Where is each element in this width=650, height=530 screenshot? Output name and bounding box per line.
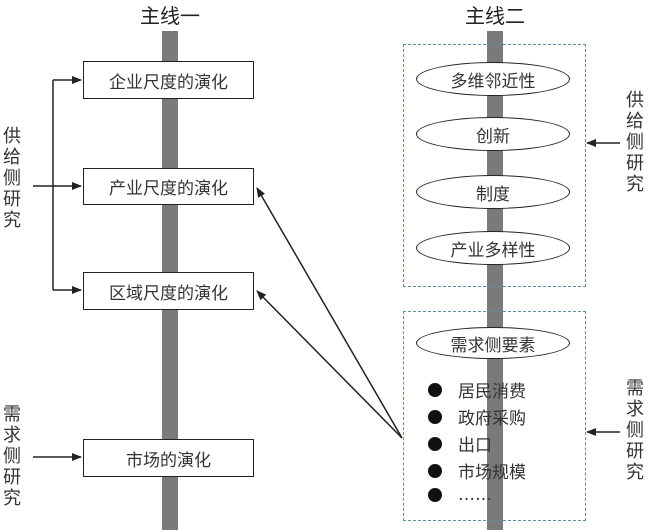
bullet-text: 政府采购 [458, 409, 526, 429]
bullet-dot-icon [428, 382, 442, 397]
box-enterprise-evolution: 企业尺度的演化 [83, 61, 254, 99]
bullet-text: …… [458, 485, 492, 505]
bullet-item: 居民消费 [428, 377, 526, 402]
supply-bracket [33, 76, 82, 294]
left-demand-label: 需求侧研究 [3, 404, 21, 509]
bullet-text: 居民消费 [458, 382, 526, 402]
bullet-item: …… [428, 485, 492, 505]
bullet-dot-icon [428, 488, 442, 502]
left-supply-label: 供给侧研究 [3, 126, 21, 231]
box-industry-evolution: 产业尺度的演化 [83, 168, 254, 205]
mainline-two-title: 主线二 [465, 4, 525, 28]
ellipse-innovation: 创新 [416, 117, 570, 151]
supply-group-frame [403, 44, 586, 287]
mainline-one-title: 主线一 [140, 4, 200, 28]
bullet-text: 出口 [458, 436, 492, 456]
bullet-text: 市场规模 [458, 463, 526, 483]
bullet-dot-icon [428, 436, 442, 451]
arrow-to-industry [256, 187, 403, 439]
bullet-item: 出口 [428, 431, 492, 456]
right-supply-label: 供给侧研究 [626, 90, 644, 195]
bullet-item: 政府采购 [428, 404, 526, 429]
ellipse-proximity: 多维邻近性 [416, 62, 570, 96]
right-demand-label: 需求侧研究 [626, 378, 644, 483]
arrow-to-region [256, 290, 403, 439]
ellipse-demand-factors: 需求侧要素 [416, 327, 570, 359]
bullet-dot-icon [428, 409, 442, 424]
bullet-item: 市场规模 [428, 458, 526, 483]
bullet-dot-icon [428, 463, 442, 478]
demand-group-frame [403, 311, 586, 521]
mainline-two-spine [487, 31, 503, 530]
ellipse-industry-diversity: 产业多样性 [416, 231, 570, 265]
box-region-evolution: 区域尺度的演化 [83, 272, 254, 310]
box-market-evolution: 市场的演化 [83, 439, 254, 477]
ellipse-institution: 制度 [416, 175, 570, 209]
